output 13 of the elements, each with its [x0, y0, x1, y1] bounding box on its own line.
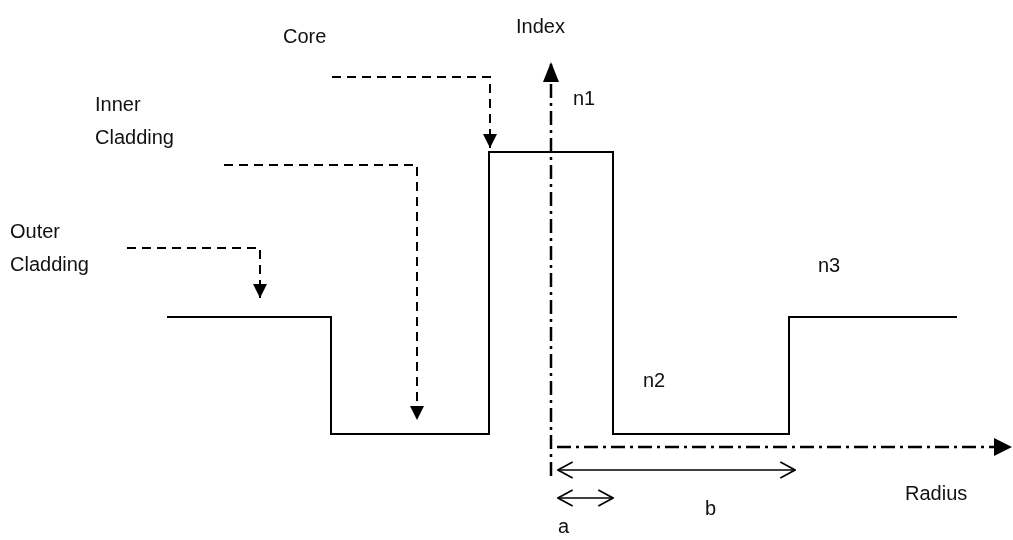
axis-label: Index [516, 14, 565, 38]
dimension-label: a [558, 514, 570, 538]
layer-label: Core [283, 24, 327, 49]
leader-line [331, 76, 497, 149]
axis-label: Radius [905, 481, 968, 505]
layer-label: Inner Cladding [95, 92, 175, 150]
refractive-index-label: n1 [573, 86, 596, 110]
dimension-label: b [705, 496, 717, 520]
refractive-index-label: n2 [643, 368, 666, 392]
leader-line [223, 164, 424, 421]
refractive-index-label: n3 [818, 253, 841, 277]
layer-label: Outer Cladding [10, 219, 90, 277]
leader-line [126, 247, 267, 299]
